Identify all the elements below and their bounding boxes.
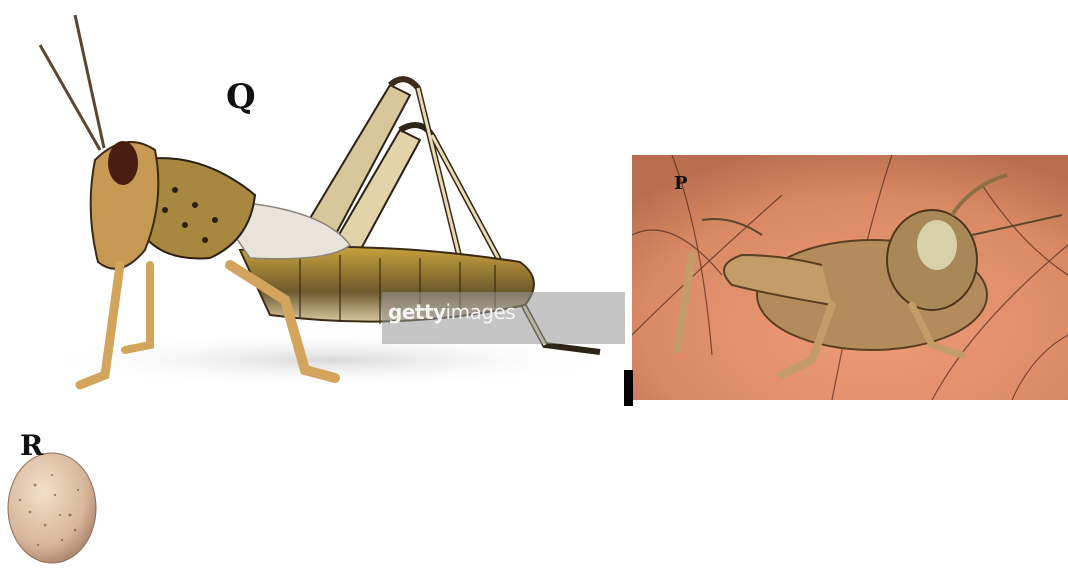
egg-image: R [0,420,120,569]
divider-bar [624,370,633,406]
label-r: R [20,432,43,460]
nymph-grasshopper-image: P [632,155,1068,400]
getty-images-watermark: gettyimages [388,300,515,324]
label-p: P [674,175,688,193]
label-q: Q [226,80,256,114]
